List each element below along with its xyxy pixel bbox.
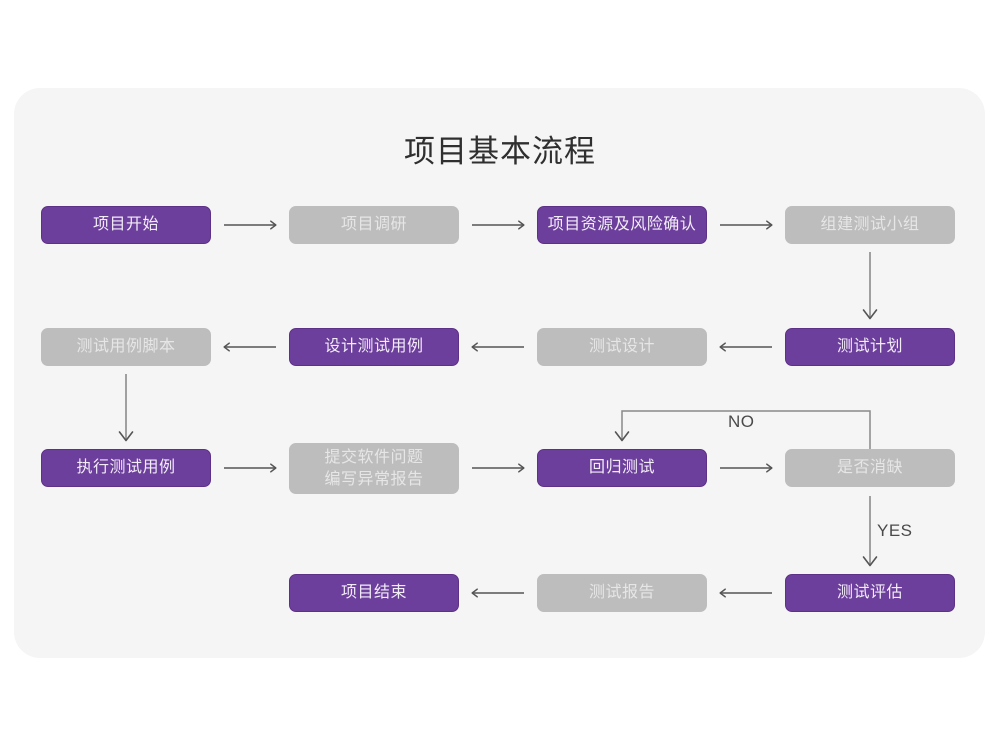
node-test-report[interactable]: 测试报告 [537,574,707,612]
node-resource-risk-confirm[interactable]: 项目资源及风险确认 [537,206,707,244]
node-test-design[interactable]: 测试设计 [537,328,707,366]
flowchart-card [14,88,985,658]
node-execute-test-case[interactable]: 执行测试用例 [41,449,211,487]
node-defect-cleared-decision[interactable]: 是否消缺 [785,449,955,487]
page-title: 项目基本流程 [404,134,596,169]
node-test-case-script[interactable]: 测试用例脚本 [41,328,211,366]
node-regression-test[interactable]: 回归测试 [537,449,707,487]
edge-label-no: NO [728,412,755,431]
node-design-test-case[interactable]: 设计测试用例 [289,328,459,366]
node-test-evaluation[interactable]: 测试评估 [785,574,955,612]
node-build-test-team[interactable]: 组建测试小组 [785,206,955,244]
node-project-start[interactable]: 项目开始 [41,206,211,244]
node-project-research[interactable]: 项目调研 [289,206,459,244]
node-submit-issue-report[interactable]: 提交软件问题 编写异常报告 [289,443,459,494]
node-project-end[interactable]: 项目结束 [289,574,459,612]
edge-label-yes: YES [877,521,913,540]
node-test-plan[interactable]: 测试计划 [785,328,955,366]
